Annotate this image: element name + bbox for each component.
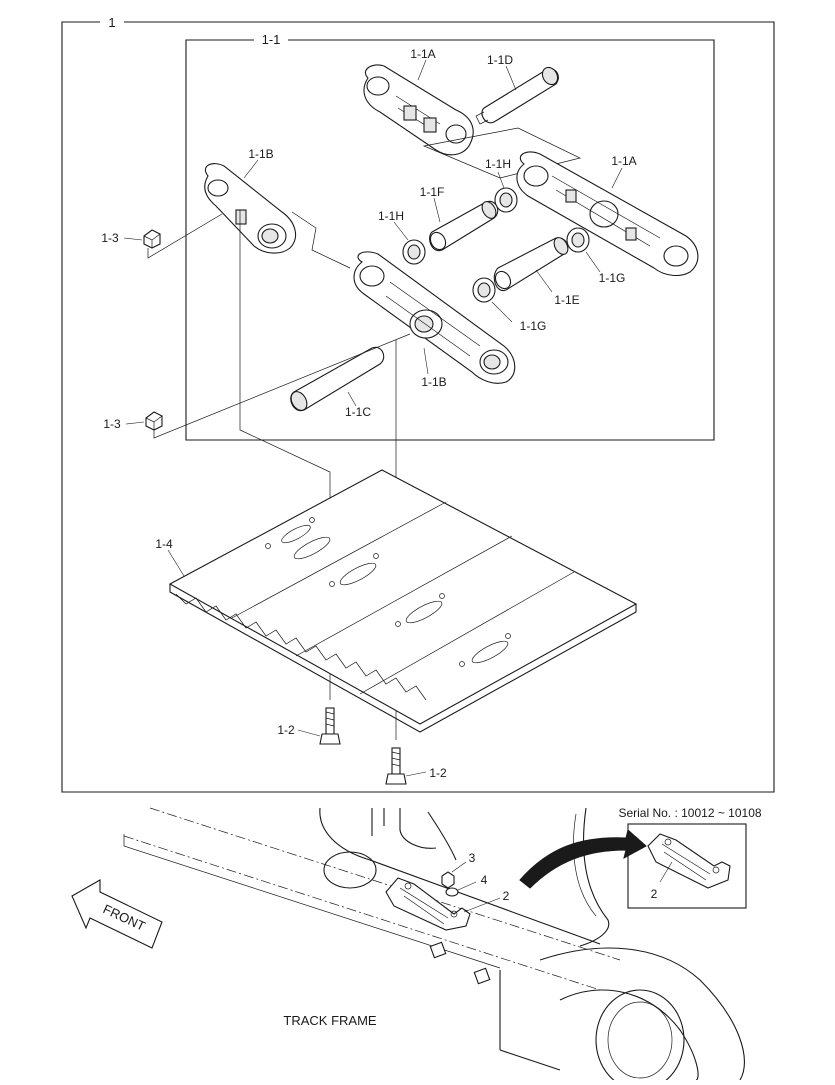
label-bolt-3: 3 [469, 851, 476, 865]
label-assembly: 1 [108, 15, 115, 30]
subassembly-frame [185, 39, 715, 441]
label-bushing-1-1f: 1-1F [420, 185, 445, 199]
label-seal-1-1h-top: 1-1H [485, 157, 511, 171]
label-guard-inset: 2 [651, 887, 658, 901]
link-1-1a-right [516, 151, 699, 277]
label-track-shoe: 1-4 [155, 537, 173, 551]
label-nut-1-3-top: 1-3 [101, 231, 119, 245]
label-seal-1-1h-mid: 1-1H [378, 209, 404, 223]
label-link-1-1b-mid: 1-1B [421, 375, 446, 389]
label-link-1-1a-right: 1-1A [611, 154, 636, 168]
label-pin-1-1d: 1-1D [487, 53, 513, 67]
label-seal-1-1g-right: 1-1G [599, 271, 626, 285]
nut-1-3-bottom [145, 411, 163, 431]
link-1-1b-left [204, 163, 297, 254]
bolt-3 [441, 871, 455, 889]
label-bolt-1-2-left: 1-2 [277, 723, 295, 737]
front-arrow: FRONT [71, 879, 163, 949]
link-1-1a-top [363, 64, 474, 156]
track-frame-label: TRACK FRAME [283, 1013, 377, 1028]
seal-1-1h-top [494, 187, 518, 213]
bolt-1-2-right [385, 747, 407, 785]
serial-number: Serial No. : 10012 ~ 10108 [618, 806, 761, 820]
bushing-1-1e [493, 237, 569, 292]
pin-1-1d [475, 66, 559, 125]
track-shoe-1-4 [168, 469, 638, 733]
bushing-1-1f [429, 200, 499, 252]
assembly-frame [61, 21, 775, 793]
label-washer-4: 4 [481, 873, 488, 887]
seal-1-1g-mid [472, 277, 496, 303]
label-subassembly: 1-1 [262, 32, 281, 47]
link-1-1b-mid [353, 251, 516, 384]
label-link-1-1a-top: 1-1A [410, 47, 435, 61]
nut-1-3-top [143, 229, 161, 249]
label-link-1-1b: 1-1B [248, 147, 273, 161]
label-bushing-1-1e: 1-1E [554, 293, 579, 307]
pin-1-1c [290, 346, 385, 412]
label-pin-1-1c: 1-1C [345, 405, 371, 419]
track-frame [123, 807, 745, 1085]
inset-box [627, 823, 747, 909]
washer-4 [445, 887, 459, 897]
seal-1-1h-mid [402, 239, 426, 265]
track-guard-2 [385, 877, 471, 931]
label-seal-1-1g-mid: 1-1G [520, 319, 547, 333]
label-nut-1-3-bottom: 1-3 [103, 417, 121, 431]
callout-arrow [519, 829, 647, 889]
label-guard: 2 [503, 889, 510, 903]
bolt-1-2-left [319, 707, 341, 745]
seal-1-1g-right [566, 227, 590, 253]
label-bolt-1-2-right: 1-2 [429, 766, 447, 780]
